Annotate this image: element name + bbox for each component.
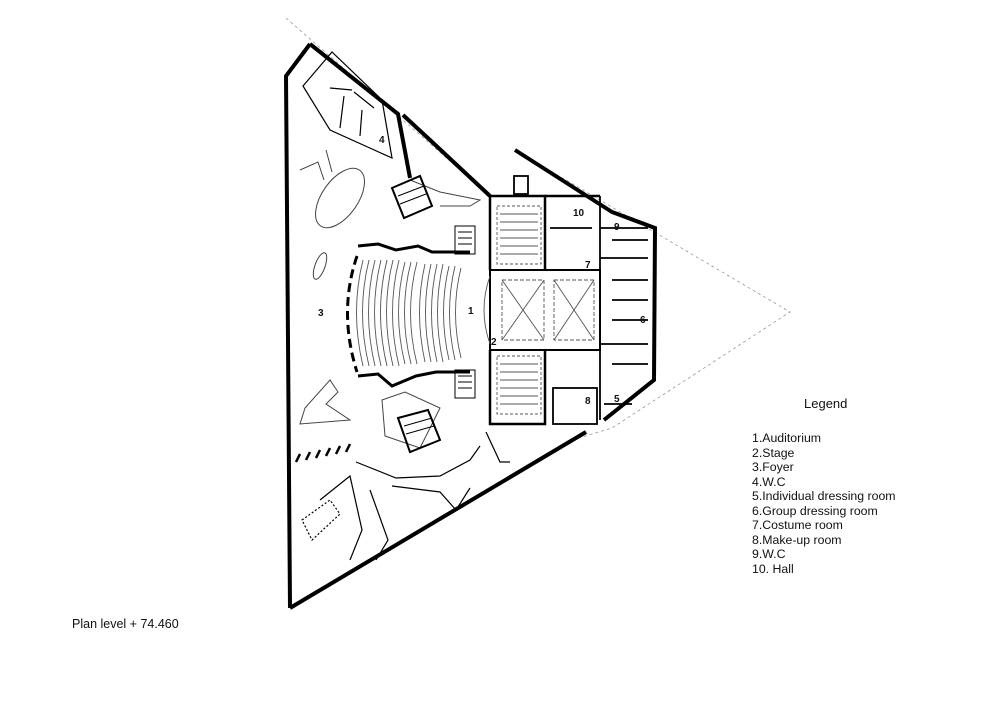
foyer-objects <box>299 149 482 449</box>
stage-grids <box>483 205 595 415</box>
legend-item-stage: 2.Stage <box>752 445 795 460</box>
lower-ramps <box>301 431 510 561</box>
room-label-10: 10 <box>573 208 585 219</box>
legend-item-group-dressing-room: 6.Group dressing room <box>752 503 878 518</box>
legend-title: Legend <box>804 396 848 411</box>
legend-item-individual-dressing-room: 5.Individual dressing room <box>752 489 896 503</box>
room-label-9: 9 <box>614 222 620 233</box>
entrance-markers <box>294 443 352 463</box>
room-label-2: 2 <box>491 337 497 348</box>
legend-item-make-up-room: 8.Make-up room <box>752 532 842 547</box>
legend-item-wc-2: 9.W.C <box>752 547 786 561</box>
auditorium-walls <box>357 242 470 388</box>
stairs <box>390 174 476 454</box>
room-label-7: 7 <box>585 260 591 271</box>
room-label-3: 3 <box>318 308 324 319</box>
legend-item-hall: 10. Hall <box>752 561 794 576</box>
legend-item-costume-room: 7.Costume room <box>752 518 843 532</box>
room-label-1: 1 <box>468 306 474 317</box>
auditorium-seating <box>356 259 462 367</box>
legend-item-wc: 4.W.C <box>752 474 786 489</box>
legend-list: 1.Auditorium 2.Stage 3.Foyer 4.W.C 5.Ind… <box>752 431 896 576</box>
room-label-6: 6 <box>640 315 646 326</box>
site-outline <box>285 17 791 441</box>
legend-item-foyer: 3.Foyer <box>752 460 794 474</box>
outer-walls <box>283 42 658 610</box>
room-label-5: 5 <box>614 394 620 405</box>
backstage-rooms <box>513 175 648 425</box>
auditorium-edge <box>346 255 359 373</box>
legend-item-auditorium: 1.Auditorium <box>752 431 822 445</box>
plan-caption: Plan level + 74.460 <box>72 617 179 631</box>
room-label-4: 4 <box>379 135 385 146</box>
room-label-8: 8 <box>585 396 591 407</box>
wc-room-4 <box>302 51 393 160</box>
